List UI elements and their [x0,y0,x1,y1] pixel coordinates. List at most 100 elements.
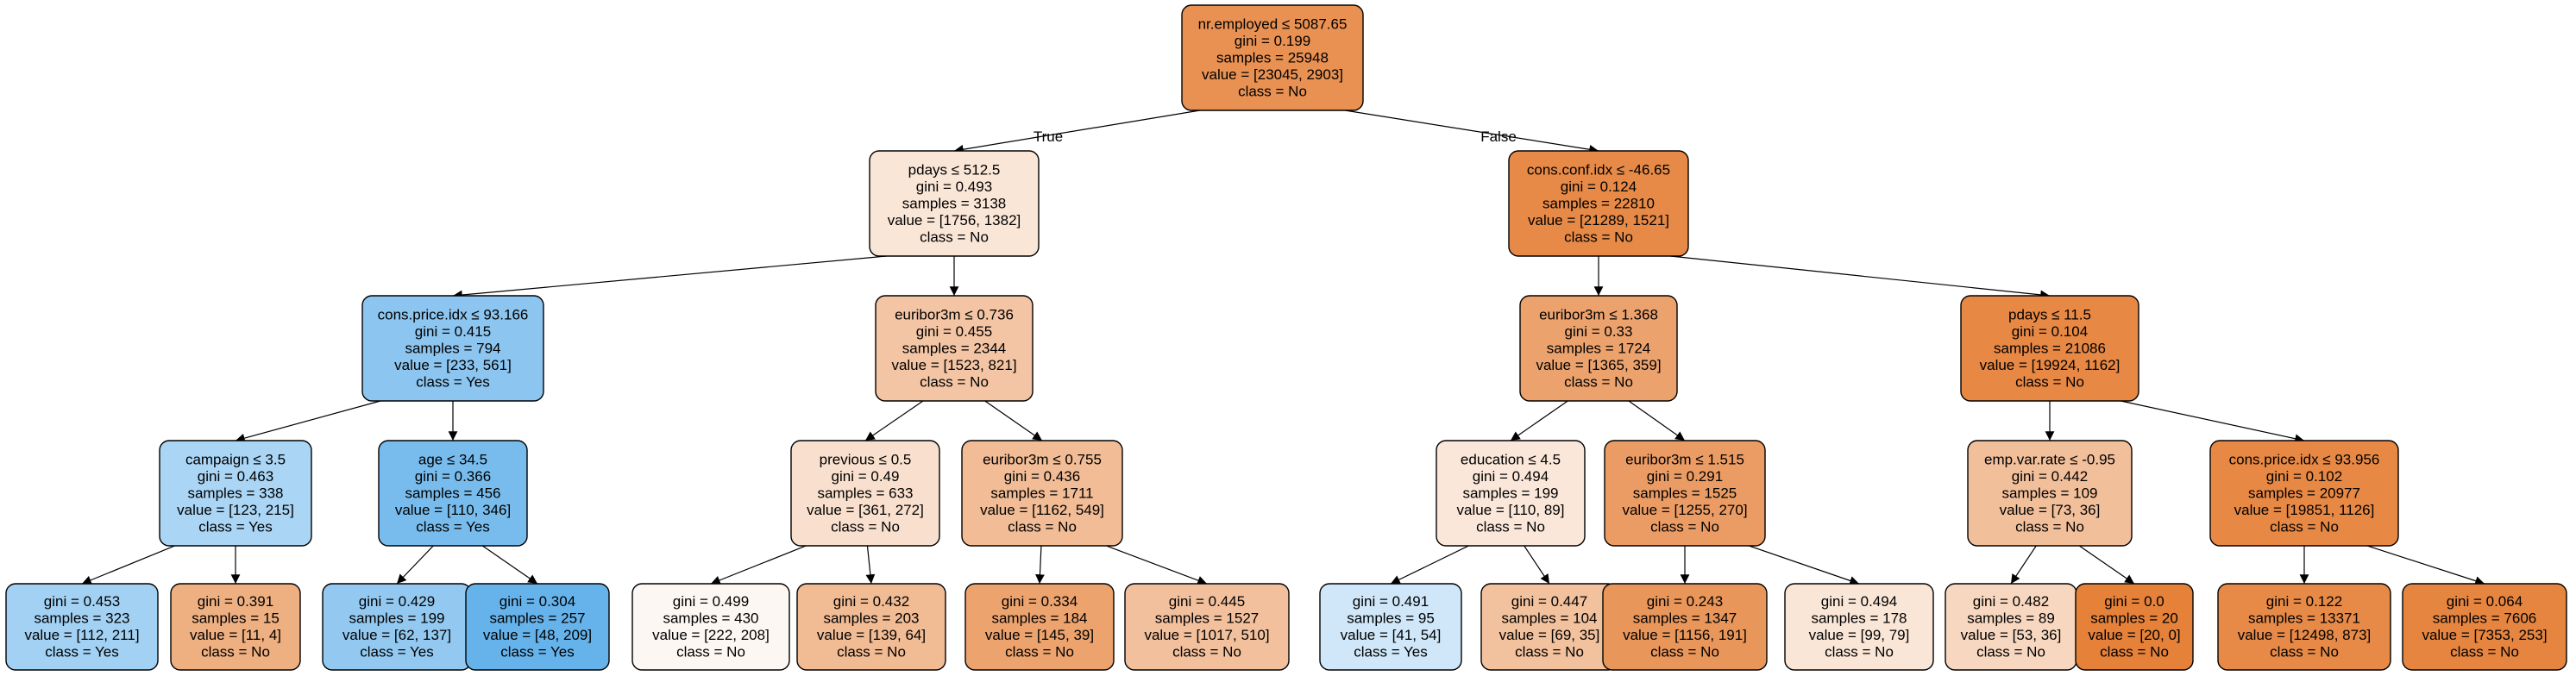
node-box [875,295,1034,402]
node-text-line: euribor3m ≤ 1.515 [1625,451,1744,467]
node-text-line: samples = 21086 [1994,340,2106,356]
edge-n9-n19 [710,545,807,585]
node-text-line: samples = 1527 [1155,610,1260,627]
node-text-line: gini = 0.493 [916,178,992,195]
node-text-line: value = [1523, 821] [891,357,1016,373]
node-text-line: value = [41, 54] [1341,627,1442,643]
node-text-line: gini = 0.415 [415,323,491,340]
node-text-line: gini = 0.499 [673,593,749,610]
node-text-line: class = No [1515,644,1584,660]
node-box [796,583,946,671]
node-text-line: gini = 0.455 [916,323,992,340]
node-text-line: class = No [2270,518,2339,535]
edge-n6-n14 [2120,400,2305,443]
node-text-line: samples = 2344 [902,340,1007,356]
node-text-line: gini = 0.0 [2104,593,2164,610]
edge-n8-n17 [396,545,434,585]
node-text-line: samples = 89 [1967,610,2055,627]
node-text-line: samples = 1347 [1633,610,1737,627]
node-text-line: gini = 0.243 [1647,593,1723,610]
node-box [1604,440,1766,547]
edge-label-true: True [1034,128,1063,145]
node-text-line: value = [1017, 510] [1144,627,1269,643]
node-box [2075,583,2194,671]
node-box [1602,583,1768,671]
node-text-line: gini = 0.391 [198,593,273,610]
node-text-line: gini = 0.442 [2012,468,2088,485]
node-box [1519,295,1678,402]
node-text-line: class = No [1564,228,1633,245]
edge-n11-n23 [1390,545,1469,585]
node-text-line: value = [12498, 873] [2238,627,2372,643]
node-text-line: class = No [676,644,745,660]
node-text-line: class = No [1825,644,1894,660]
node-text-line: gini = 0.432 [833,593,909,610]
node-text-line: value = [23045, 2903] [1202,66,1343,83]
node-text-line: samples = 199 [1462,485,1558,501]
node-text-line: samples = 3138 [902,195,1007,211]
edge-n1-n3 [452,255,887,300]
node-text-line: gini = 0.304 [499,593,575,610]
node-text-line: class = No [1476,518,1545,535]
node-text-line: gini = 0.124 [1561,178,1637,195]
edge-n14-n30 [2366,545,2485,585]
node-text-line: cons.conf.idx ≤ -46.65 [1527,161,1670,178]
node-text-line: value = [69, 35] [1499,627,1600,643]
node-text-line: samples = 323 [34,610,129,627]
node-box [2402,583,2567,671]
edge-n5-n12 [1628,400,1686,441]
node-text-line: class = No [1564,373,1633,390]
node-text-line: gini = 0.104 [2012,323,2088,340]
edge-n10-n22 [1106,545,1208,585]
node-text-line: gini = 0.122 [2266,593,2342,610]
edge-n4-n9 [864,400,924,441]
node-text-line: samples = 199 [349,610,444,627]
node-text-line: value = [1162, 549] [980,502,1104,518]
node-box [378,440,528,547]
node-text-line: class = No [2100,644,2169,660]
node-text-line: gini = 0.334 [1002,593,1078,610]
node-text-line: value = [62, 137] [342,627,451,643]
edge-label-false: False [1480,128,1517,145]
node-text-line: emp.var.rate ≤ -0.95 [1984,451,2115,467]
edge-n2-n6 [1670,255,2051,300]
node-text-line: samples = 203 [823,610,919,627]
node-box [465,583,610,671]
node-text-line: value = [11, 4] [190,627,281,643]
node-text-line: gini = 0.494 [1473,468,1549,485]
node-text-line: class = No [2450,644,2519,660]
node-text-line: gini = 0.447 [1511,593,1587,610]
node-text-line: value = [222, 208] [652,627,770,643]
node-text-line: class = No [1650,518,1719,535]
node-text-line: gini = 0.064 [2447,593,2523,610]
tree-edges [81,110,2485,585]
node-text-line: value = [361, 272] [807,502,924,518]
node-box [1319,583,1462,671]
node-text-line: samples = 20 [2090,610,2178,627]
node-box [1508,150,1689,257]
node-text-line: gini = 0.429 [359,593,435,610]
node-text-line: class = No [920,228,989,245]
node-text-line: class = Yes [416,518,490,535]
edge-n9-n20 [865,545,876,585]
node-text-line: cons.price.idx ≤ 93.956 [2229,451,2380,467]
edge-n7-n15 [81,545,175,585]
node-text-line: samples = 338 [187,485,283,501]
node-text-line: value = [112, 211] [24,627,139,643]
node-text-line: value = [1365, 359] [1536,357,1661,373]
